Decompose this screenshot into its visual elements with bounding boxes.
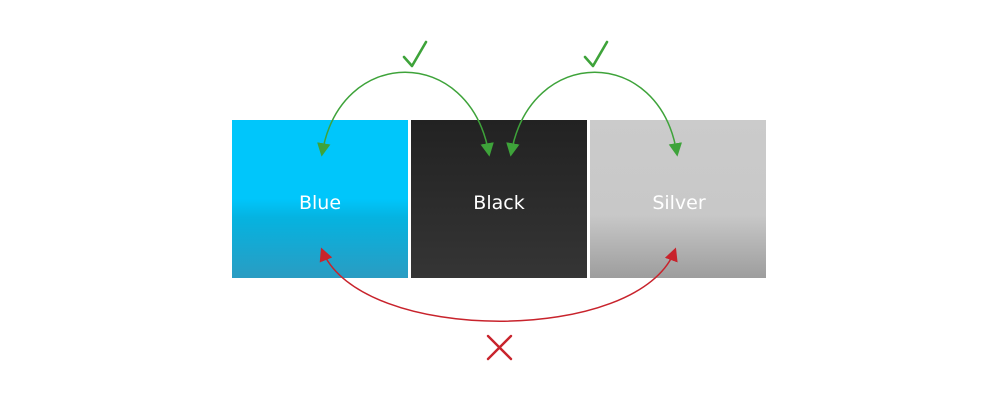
check-icon: [402, 40, 428, 68]
swatch-silver: Silver: [590, 120, 766, 278]
swatch-black-label: Black: [473, 192, 524, 214]
swatch-black: Black: [411, 120, 587, 278]
connector-blue-black: [317, 71, 494, 157]
swatch-blue: Blue: [232, 120, 408, 278]
connector-black-silver: [506, 71, 682, 157]
swatch-blue-label: Blue: [299, 192, 341, 214]
swatch-silver-label: Silver: [652, 192, 706, 214]
cross-icon: [486, 334, 513, 361]
check-icon: [583, 40, 609, 68]
connector-blue-silver: [319, 247, 678, 322]
